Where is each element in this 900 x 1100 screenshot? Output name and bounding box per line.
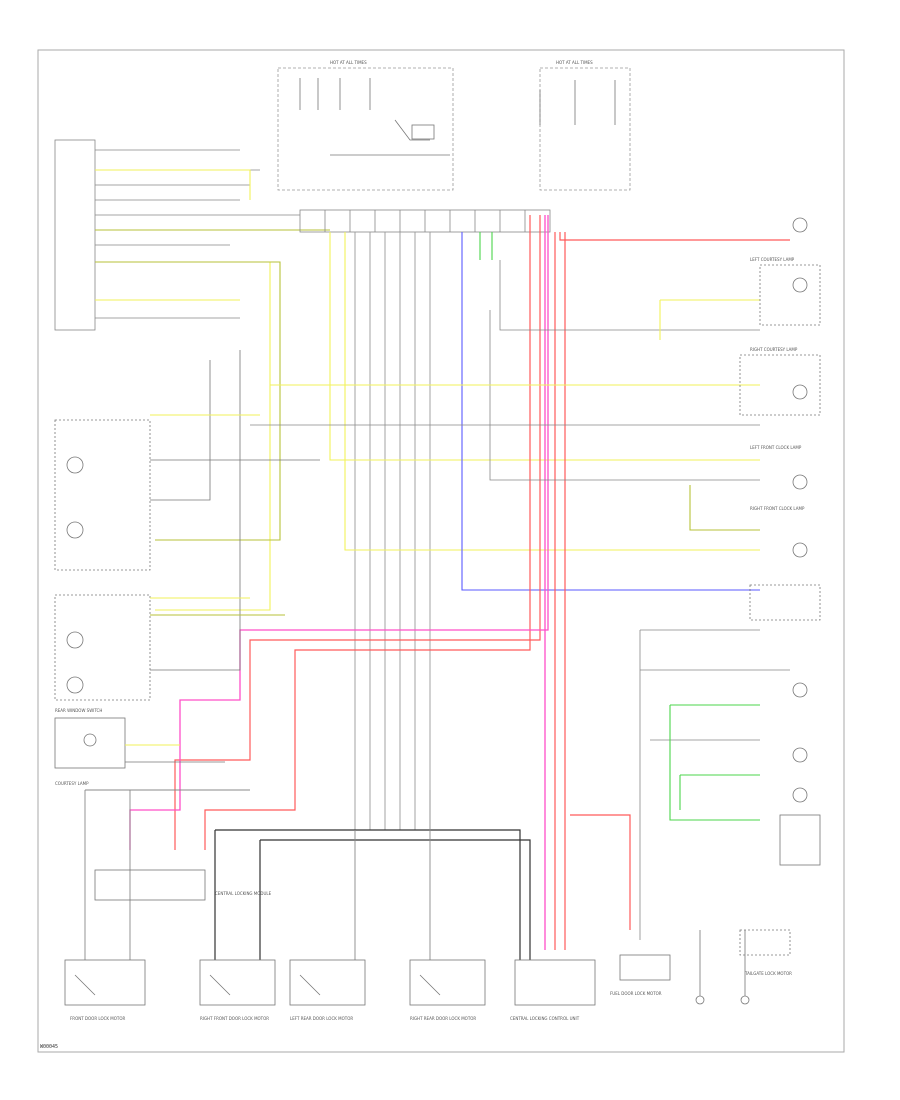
harness-blue [461, 232, 760, 591]
left-yellow-feeds [150, 414, 260, 599]
right-side-yellow [270, 299, 760, 386]
left-connector-yellow [95, 169, 271, 611]
label-right-front-door: RIGHT FRONT DOOR LOCK MOTOR [200, 1016, 269, 1021]
lock-motor-1 [64, 959, 146, 1006]
relay-top [330, 119, 450, 156]
fuse-box-right: HOT AT ALL TIMES [539, 60, 631, 191]
right-side-olive [689, 485, 760, 531]
center-connector [299, 209, 551, 233]
label-left-courtesy: LEFT COURTESY LAMP [750, 257, 795, 262]
label-left-front-door: FRONT DOOR LOCK MOTOR [70, 1016, 125, 1021]
right-side-wiring [250, 260, 790, 940]
left-connector [54, 139, 300, 331]
fuse-box-left-label: HOT AT ALL TIMES [330, 60, 367, 65]
harness-green [479, 232, 493, 260]
label-central-module: CENTRAL LOCKING CONTROL UNIT [510, 1016, 580, 1021]
label-left-rear-door: LEFT REAR DOOR LOCK MOTOR [290, 1016, 353, 1021]
diagram-code: W00045 [40, 1044, 58, 1050]
harness-verticals [354, 232, 431, 830]
central-locking-module [94, 869, 206, 901]
tailgate-switch [695, 929, 791, 1005]
label-right-front-lamp: RIGHT FRONT CLOCK LAMP [750, 506, 805, 511]
harness-yellow-verticals [329, 232, 760, 551]
lock-motor-4 [409, 959, 486, 1006]
label-left-front-lamp: LEFT FRONT CLOCK LAMP [750, 445, 802, 450]
right-side-green [669, 704, 760, 821]
lock-motor-3 [289, 959, 366, 1006]
lamp-symbols-right [739, 217, 821, 866]
bottom-drops [84, 789, 431, 960]
label-tailgate: TAILGATE LOCK MOTOR [744, 971, 792, 976]
fuel-door-motor [619, 954, 671, 981]
label-right-courtesy: RIGHT COURTESY LAMP [750, 347, 798, 352]
fuse-stubs-left [299, 78, 616, 125]
bottom-bus [214, 829, 531, 960]
label-rear-window: REAR WINDOW SWITCH [55, 708, 102, 713]
label-right-rear-door: RIGHT REAR DOOR LOCK MOTOR [410, 1016, 476, 1021]
harness-red [174, 215, 790, 950]
fuse-box-left: HOT AT ALL TIMES [277, 60, 454, 191]
label-courtesy-lamp: COURTESY LAMP [55, 781, 89, 786]
label-fuel-door: FUEL DOOR LOCK MOTOR [610, 991, 662, 996]
diagram-frame [37, 49, 845, 1053]
central-control-unit [514, 959, 596, 1006]
fuse-box-right-label: HOT AT ALL TIMES [556, 60, 593, 65]
left-door-switch-group [54, 350, 320, 701]
label-module-left: CENTRAL LOCKING MODULE [215, 891, 272, 896]
left-connector-olive [95, 229, 330, 541]
lock-motor-2 [199, 959, 276, 1006]
harness-pink [129, 215, 549, 950]
